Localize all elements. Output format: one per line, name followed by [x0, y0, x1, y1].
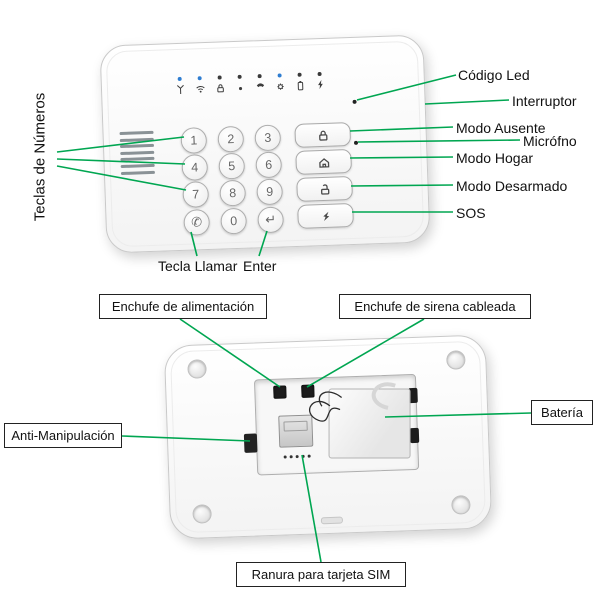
- alarm-panel-front: 1 2 3 4 5 6 7 8 9 ✆ 0 ↵: [99, 34, 431, 254]
- line-tecla-llamar: [190, 231, 198, 257]
- line-alimentacion: [179, 318, 281, 388]
- battery-wires: [308, 382, 396, 422]
- line-teclas-1: [56, 136, 185, 153]
- status-led-row: [174, 71, 327, 95]
- label-interruptor: Interruptor: [512, 93, 577, 109]
- label-bateria: Batería: [531, 400, 593, 425]
- lightning-icon: [322, 211, 329, 221]
- line-ranura-sim: [301, 454, 322, 563]
- line-anti-manipulacion: [121, 435, 251, 442]
- battery-compartment: [253, 373, 420, 476]
- wifi-icon: [195, 86, 205, 93]
- label-anti-manipulacion: Anti-Manipulación: [4, 423, 122, 448]
- gear-icon: [276, 83, 284, 90]
- lock-open-icon: [320, 183, 329, 195]
- line-enter: [258, 230, 268, 257]
- line-teclas-4: [56, 158, 186, 165]
- dot-icon: [238, 87, 242, 91]
- line-modo-desarmado: [350, 184, 454, 187]
- label-modo-desarmado: Modo Desarmado: [456, 178, 568, 194]
- line-bateria: [384, 412, 532, 418]
- label-microfono: Micrófno: [523, 133, 577, 149]
- label-enchufe-sirena: Enchufe de sirena cableada: [339, 294, 531, 319]
- line-sirena: [306, 318, 425, 388]
- phone-icon: [256, 83, 264, 88]
- line-teclas-7: [56, 165, 187, 191]
- label-enchufe-alimentacion: Enchufe de alimentación: [99, 294, 267, 319]
- sos-button: [297, 202, 354, 229]
- battery-icon: [297, 80, 303, 91]
- line-modo-ausente: [349, 126, 454, 132]
- status-item: [254, 74, 267, 92]
- line-interruptor: [424, 99, 510, 105]
- lightning-icon: [317, 79, 323, 90]
- label-teclas-numeros: Teclas de Números: [31, 92, 49, 222]
- status-item: [314, 71, 327, 90]
- status-item: [294, 72, 307, 91]
- label-codigo-led: Código Led: [458, 67, 530, 83]
- alarm-panel-back: [163, 334, 493, 540]
- status-item: [214, 75, 227, 93]
- mode-disarm-button: [296, 175, 354, 202]
- label-enter: Enter: [243, 258, 277, 274]
- status-item: [274, 73, 287, 91]
- label-modo-hogar: Modo Hogar: [456, 150, 534, 166]
- line-microfono: [357, 139, 521, 143]
- label-ranura-sim: Ranura para tarjeta SIM: [236, 562, 406, 587]
- line-codigo-led: [356, 74, 457, 101]
- mode-home-button: [295, 148, 353, 175]
- label-modo-ausente: Modo Ausente: [456, 120, 546, 136]
- label-tecla-llamar: Tecla Llamar: [158, 258, 238, 274]
- lock-closed-icon: [318, 130, 327, 141]
- mode-away-button: [294, 122, 352, 148]
- line-modo-hogar: [349, 156, 454, 159]
- lock-icon: [216, 84, 224, 93]
- label-sos: SOS: [456, 205, 486, 221]
- signal-icon: [176, 84, 184, 95]
- status-item: [194, 76, 207, 94]
- status-item: [174, 76, 187, 95]
- home-icon: [318, 157, 329, 168]
- status-item: [234, 74, 247, 93]
